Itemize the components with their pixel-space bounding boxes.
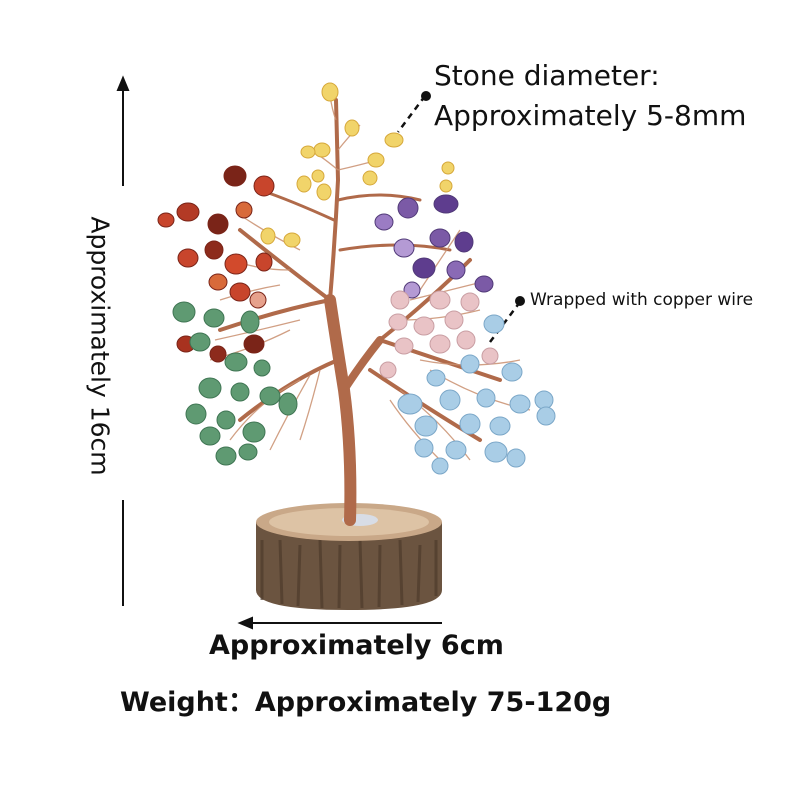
- amethyst-stones: [374, 194, 494, 299]
- stone-diameter-label: Stone diameter: Approximately 5-8mm: [434, 56, 746, 136]
- stone-diameter-value: Approximately 5-8mm: [434, 99, 747, 132]
- carnelian-stones: [157, 165, 275, 363]
- stone-callout: [397, 91, 431, 133]
- width-label: Approximately 6cm: [209, 630, 504, 661]
- copper-wire-label: Wrapped with copper wire: [530, 290, 754, 310]
- citrine-stones: [260, 82, 455, 248]
- rose-quartz-stones: [379, 290, 499, 379]
- stone-diameter-title: Stone diameter:: [434, 59, 660, 92]
- height-arrow: [116, 75, 130, 606]
- height-value: Approximately 16cm: [85, 216, 115, 476]
- weight-label: Weight：Approximately 75-120g: [120, 687, 612, 718]
- aventurine-stones: [172, 301, 298, 466]
- width-arrow: [237, 616, 442, 630]
- aquamarine-stones: [397, 314, 556, 475]
